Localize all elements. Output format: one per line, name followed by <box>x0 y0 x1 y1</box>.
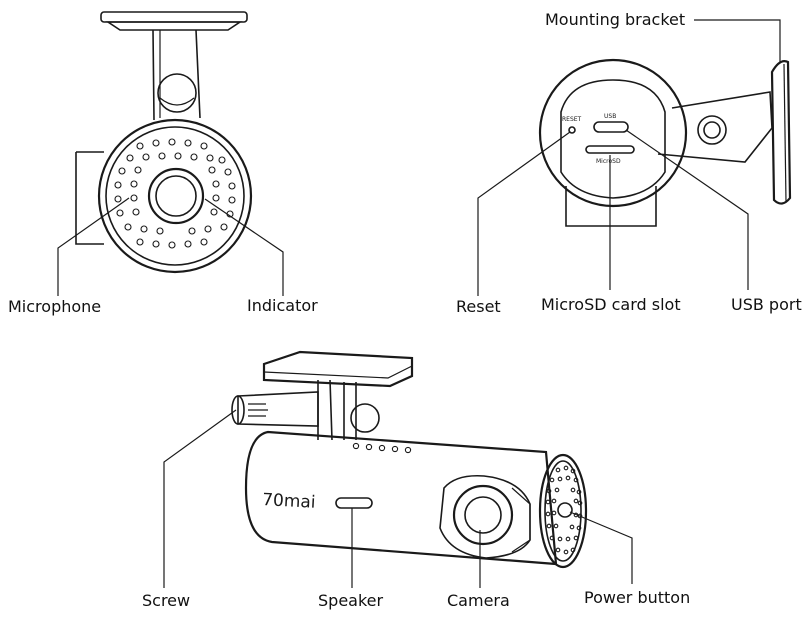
reset-hole <box>568 126 576 134</box>
label-microsd-slot: MicroSD card slot <box>541 295 681 314</box>
label-microphone: Microphone <box>8 297 102 316</box>
microsd-slot-shape <box>585 145 635 154</box>
back-view: RESET USB MicroSD <box>477 19 792 296</box>
brand-print: 70mai <box>262 490 316 513</box>
label-power-button: Power button <box>584 588 691 607</box>
power-button-shape <box>557 502 573 518</box>
label-screw: Screw <box>142 591 191 610</box>
microsd-print: MicroSD <box>596 158 621 165</box>
speaker-slot <box>335 497 373 509</box>
reset-print: RESET <box>562 116 582 123</box>
end-cap-holes <box>545 465 583 555</box>
label-indicator: Indicator <box>247 296 318 315</box>
usb-port-shape <box>593 121 629 133</box>
microphone-holes <box>114 138 236 249</box>
top-vents <box>352 442 412 454</box>
label-reset: Reset <box>456 297 501 316</box>
label-usb-port: USB port <box>731 295 802 314</box>
front-view <box>57 11 284 296</box>
label-camera: Camera <box>447 591 510 610</box>
label-speaker: Speaker <box>318 591 384 610</box>
label-mounting-bracket: Mounting bracket <box>545 10 686 29</box>
side-view: 70mai <box>163 350 633 588</box>
usb-print: USB <box>604 113 616 120</box>
